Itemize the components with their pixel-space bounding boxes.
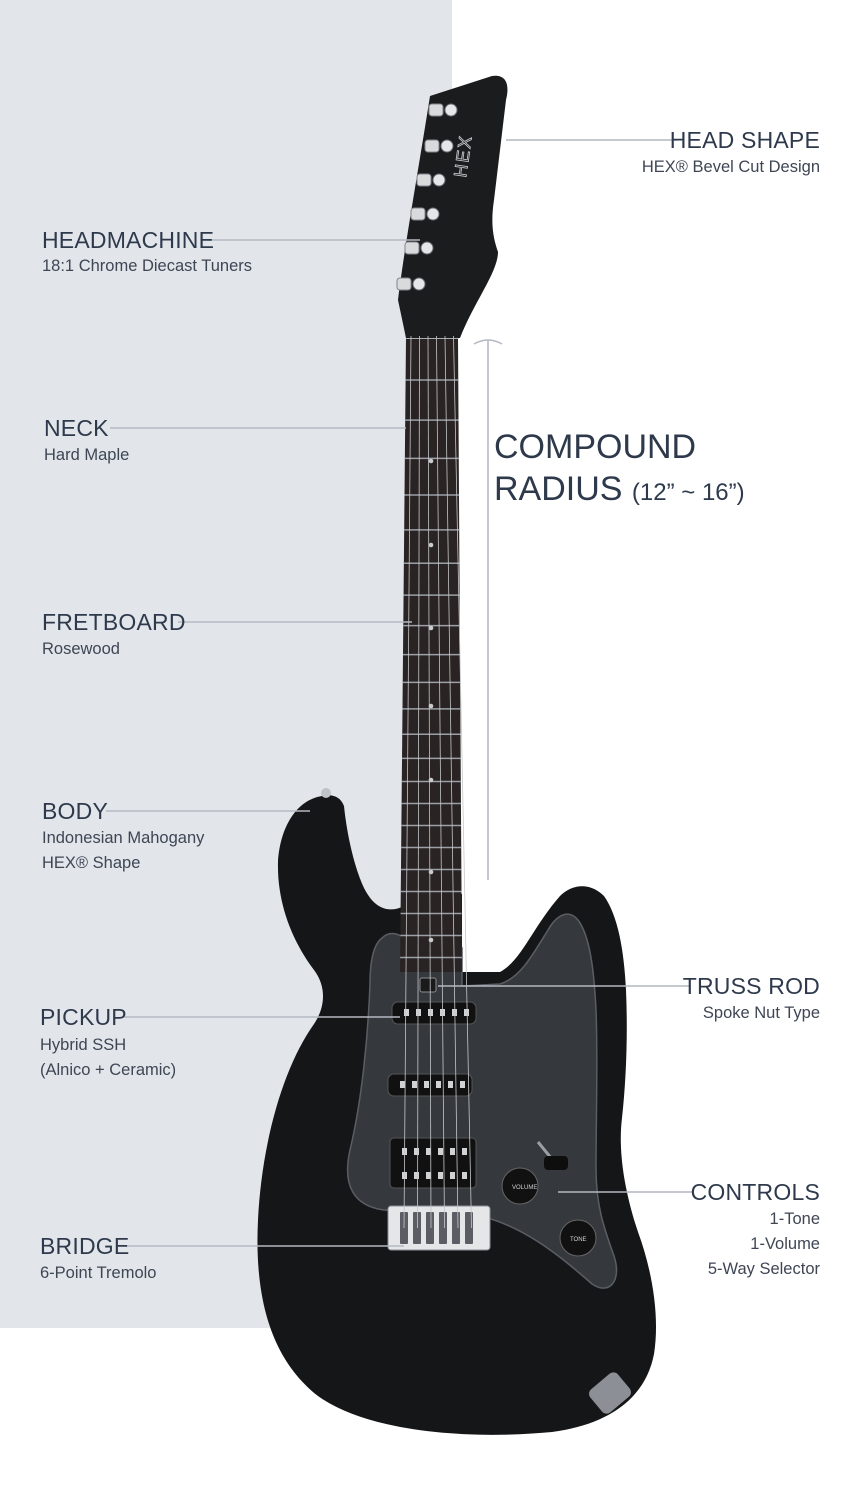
pole-piece (436, 1081, 441, 1088)
pole-piece (426, 1148, 431, 1155)
guitar-string (453, 335, 472, 1229)
pole-piece (416, 1009, 421, 1016)
inlay-dot (428, 869, 434, 875)
controls-title: CONTROLS (690, 1179, 820, 1205)
pole-piece (464, 1009, 469, 1016)
pole-piece (450, 1172, 455, 1179)
tuner-key (416, 173, 432, 187)
pole-piece (460, 1081, 465, 1088)
headmachine-title: HEADMACHINE (42, 227, 215, 253)
head-shape-detail: HEX® Bevel Cut Design (641, 158, 820, 176)
svg-text:TONE: TONE (570, 1237, 587, 1243)
pickup-title: PICKUP (40, 1004, 127, 1030)
body-detail-shape: HEX® Shape (42, 854, 141, 872)
body-detail-wood: Indonesian Mahogany (42, 829, 205, 847)
tuner-post (440, 139, 454, 153)
tuner-key (396, 277, 412, 291)
pole-piece (450, 1148, 455, 1155)
guitar-string (444, 335, 459, 1229)
strings (403, 335, 472, 1229)
guitar-string (403, 335, 412, 1229)
neck-title: NECK (44, 415, 109, 441)
strap-button (321, 788, 331, 798)
truss-rod-nut (419, 977, 437, 993)
head-shape-title: HEAD SHAPE (669, 127, 820, 153)
bridge-detail: 6-Point Tremolo (40, 1264, 157, 1282)
guitar-string (436, 335, 445, 1229)
tuner-key (428, 103, 444, 117)
inlay-dot (428, 458, 434, 464)
tuner-post (432, 173, 446, 187)
pole-piece (426, 1172, 431, 1179)
tuner-key (424, 139, 440, 153)
radius-bracket (473, 339, 503, 880)
tuner-post (426, 207, 440, 221)
humbucker-pickup (389, 1137, 477, 1189)
tuner-key (410, 207, 426, 221)
pole-piece (414, 1148, 419, 1155)
compound-radius-word: RADIUS (494, 470, 623, 508)
headmachine-detail: 18:1 Chrome Diecast Tuners (42, 257, 253, 275)
inlay-dot (428, 625, 434, 631)
tuner-key (404, 241, 420, 255)
compound-radius-line2: RADIUS (12” ~ 16”) (494, 468, 745, 514)
inlay-dot (428, 937, 434, 943)
pole-piece (412, 1081, 417, 1088)
pole-piece (448, 1081, 453, 1088)
pole-piece (462, 1148, 467, 1155)
bridge-saddle (413, 1212, 421, 1244)
controls-detail-volume: 1-Volume (750, 1235, 820, 1253)
bridge-saddle (452, 1212, 460, 1244)
guitar-string (427, 335, 432, 1229)
controls-detail-selector: 5-Way Selector (707, 1260, 820, 1278)
fretboard-title: FRETBOARD (42, 609, 186, 635)
tremolo-bridge (387, 1205, 491, 1251)
fretboard-detail: Rosewood (42, 640, 120, 658)
tuner-post (444, 103, 458, 117)
pole-piece (400, 1081, 405, 1088)
truss-rod-detail: Spoke Nut Type (702, 1004, 820, 1022)
selector-switch (536, 1141, 568, 1170)
inlay-dot (428, 703, 434, 709)
bridge-saddle (439, 1212, 447, 1244)
truss-rod-title: TRUSS ROD (682, 973, 820, 999)
guitar-string (417, 335, 420, 1229)
bridge-saddle (465, 1212, 473, 1244)
pickup-detail-type: Hybrid SSH (40, 1036, 127, 1054)
frets (400, 337, 462, 959)
bridge-title: BRIDGE (40, 1233, 130, 1259)
pole-piece (462, 1172, 467, 1179)
svg-text:VOLUME: VOLUME (512, 1185, 537, 1191)
pole-piece (424, 1081, 429, 1088)
body-title: BODY (42, 798, 108, 824)
pole-piece (438, 1148, 443, 1155)
compound-radius-line1: COMPOUND (494, 428, 697, 466)
compound-radius-callout: COMPOUND RADIUS (12” ~ 16”) (494, 426, 745, 514)
middle-pickup (387, 1073, 473, 1097)
volume-knob: VOLUME (501, 1167, 539, 1205)
compound-radius-range: (12” ~ 16”) (631, 479, 745, 506)
controls-detail-tone: 1-Tone (769, 1210, 820, 1228)
pole-piece (414, 1172, 419, 1179)
neck-detail: Hard Maple (44, 446, 130, 464)
tuner-pegs (396, 103, 458, 291)
pole-piece (438, 1172, 443, 1179)
tuner-post (412, 277, 426, 291)
pickup-detail-magnets: (Alnico + Ceramic) (40, 1061, 177, 1079)
tuner-post (420, 241, 434, 255)
inlay-dot (428, 542, 434, 548)
neck-pickup (391, 1001, 477, 1025)
bridge-saddle (426, 1212, 434, 1244)
leader-lines (106, 139, 694, 1247)
output-jack (589, 1372, 631, 1414)
pole-piece (404, 1009, 409, 1016)
tone-knob: TONE (559, 1219, 597, 1257)
